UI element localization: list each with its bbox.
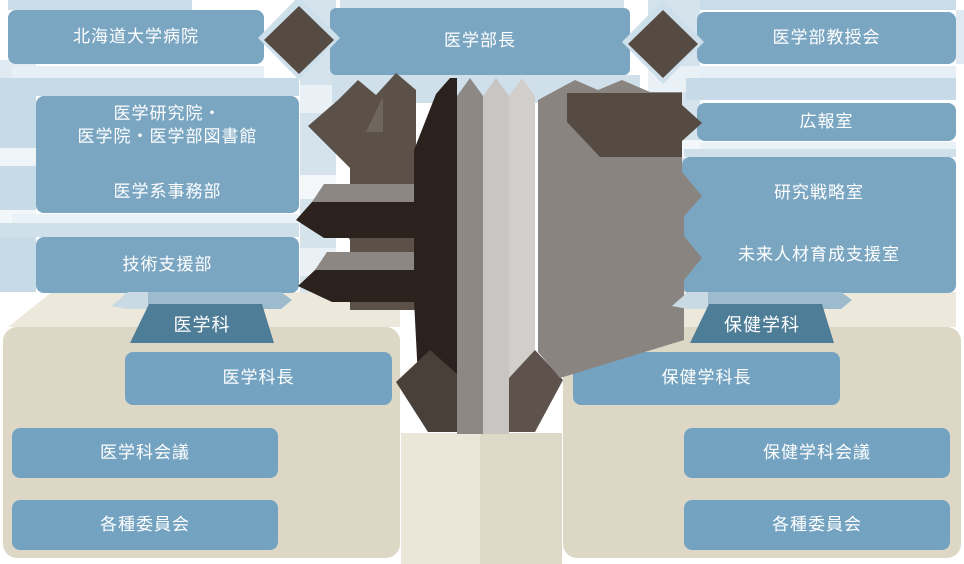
node-medicine-committees-label: 各種委員会 [100,514,190,535]
node-health-committees-label: 各種委員会 [772,514,862,535]
node-medicine-committees: 各種委員会 [12,500,278,550]
node-medicine-head-label: 医学科長 [222,368,295,389]
node-research-strategy-label: 研究戦略室 [774,182,864,203]
node-future-hr-label: 未来人材育成支援室 [738,244,900,265]
node-dean: 医学部長 [330,8,630,75]
node-faculty-council: 医学部教授会 [697,12,956,64]
node-health-council-label: 保健学科会議 [763,442,871,463]
node-health-head: 保健学科長 [573,352,840,405]
node-hospital: 北海道大学病院 [8,10,264,64]
node-right-offices [682,157,956,293]
node-health-committees: 各種委員会 [684,500,950,550]
node-admin-label: 医学系事務部 [113,181,222,202]
node-medicine-head: 医学科長 [125,352,392,405]
node-medicine-council-label: 医学科会議 [100,442,190,463]
node-public-relations-label: 広報室 [799,111,854,132]
node-health-council: 保健学科会議 [684,428,950,478]
node-health-head-label: 保健学科長 [661,368,752,389]
node-research-group-label: 医学研究院・ 医学院・医学部図書館 [77,104,258,147]
node-public-relations: 広報室 [697,103,956,141]
node-tech-support-label: 技術支援部 [122,254,213,275]
node-medicine-council: 医学科会議 [12,428,278,478]
node-faculty-council-label: 医学部教授会 [772,27,881,48]
node-tech-support: 技術支援部 [36,237,299,293]
node-dean-label: 医学部長 [444,31,516,52]
node-research-group [36,96,299,213]
node-hospital-label: 北海道大学病院 [73,26,199,47]
